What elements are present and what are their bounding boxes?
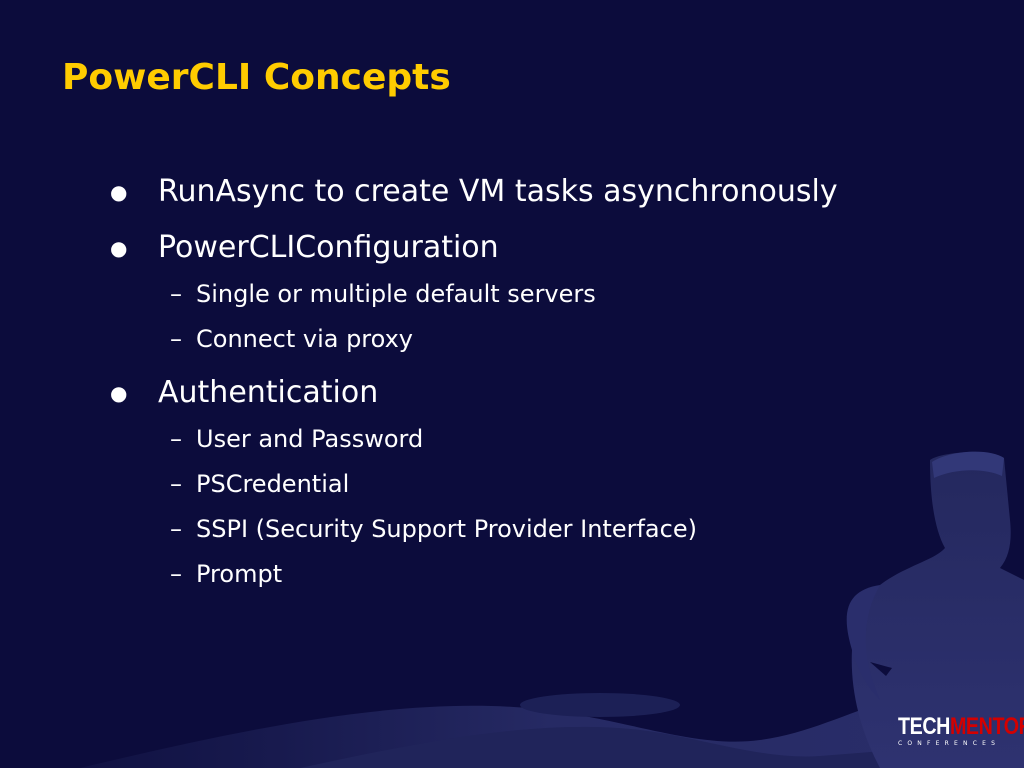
dash-icon: – [170, 325, 182, 353]
sub-bullet-text: Connect via proxy [196, 325, 413, 353]
logo-subtitle: CONFERENCES [898, 740, 1001, 747]
bullet-dot-icon: ● [110, 381, 128, 405]
sub-bullet-item: –Single or multiple default servers [170, 278, 596, 310]
dash-icon: – [170, 280, 182, 308]
bullet-text: PowerCLIConfiguration [158, 230, 499, 265]
bullet-text: RunAsync to create VM tasks asynchronous… [158, 174, 838, 209]
slide-title: PowerCLI Concepts [62, 57, 451, 98]
dash-icon: – [170, 470, 182, 498]
sub-bullet-item: –Connect via proxy [170, 323, 413, 355]
sub-bullet-text: Single or multiple default servers [196, 280, 596, 308]
bullet-item: ● Authentication [110, 373, 378, 413]
bullet-item: ● RunAsync to create VM tasks asynchronou… [110, 172, 838, 212]
logo-word-tech: TECH [898, 713, 950, 740]
sub-bullet-text: SSPI (Security Support Provider Interfac… [196, 515, 697, 543]
dash-icon: – [170, 515, 182, 543]
logo-word-mentor: MENTOR [949, 713, 1024, 740]
bullet-dot-icon: ● [110, 236, 128, 260]
sub-bullet-text: User and Password [196, 425, 424, 453]
sub-bullet-item: –User and Password [170, 423, 423, 455]
sub-bullet-item: –Prompt [170, 558, 282, 590]
dash-icon: – [170, 560, 182, 588]
sub-bullet-item: –SSPI (Security Support Provider Interfa… [170, 513, 697, 545]
logo-wordmark: TECHMENTOR [898, 713, 1024, 740]
sub-bullet-item: –PSCredential [170, 468, 349, 500]
dash-icon: – [170, 425, 182, 453]
bullet-dot-icon: ● [110, 180, 128, 204]
bullet-text: Authentication [158, 375, 379, 410]
sub-bullet-text: PSCredential [196, 470, 350, 498]
bullet-item: ● PowerCLIConfiguration [110, 228, 499, 268]
sub-bullet-text: Prompt [196, 560, 283, 588]
techmentor-logo: TECHMENTOR CONFERENCES [898, 713, 1024, 748]
